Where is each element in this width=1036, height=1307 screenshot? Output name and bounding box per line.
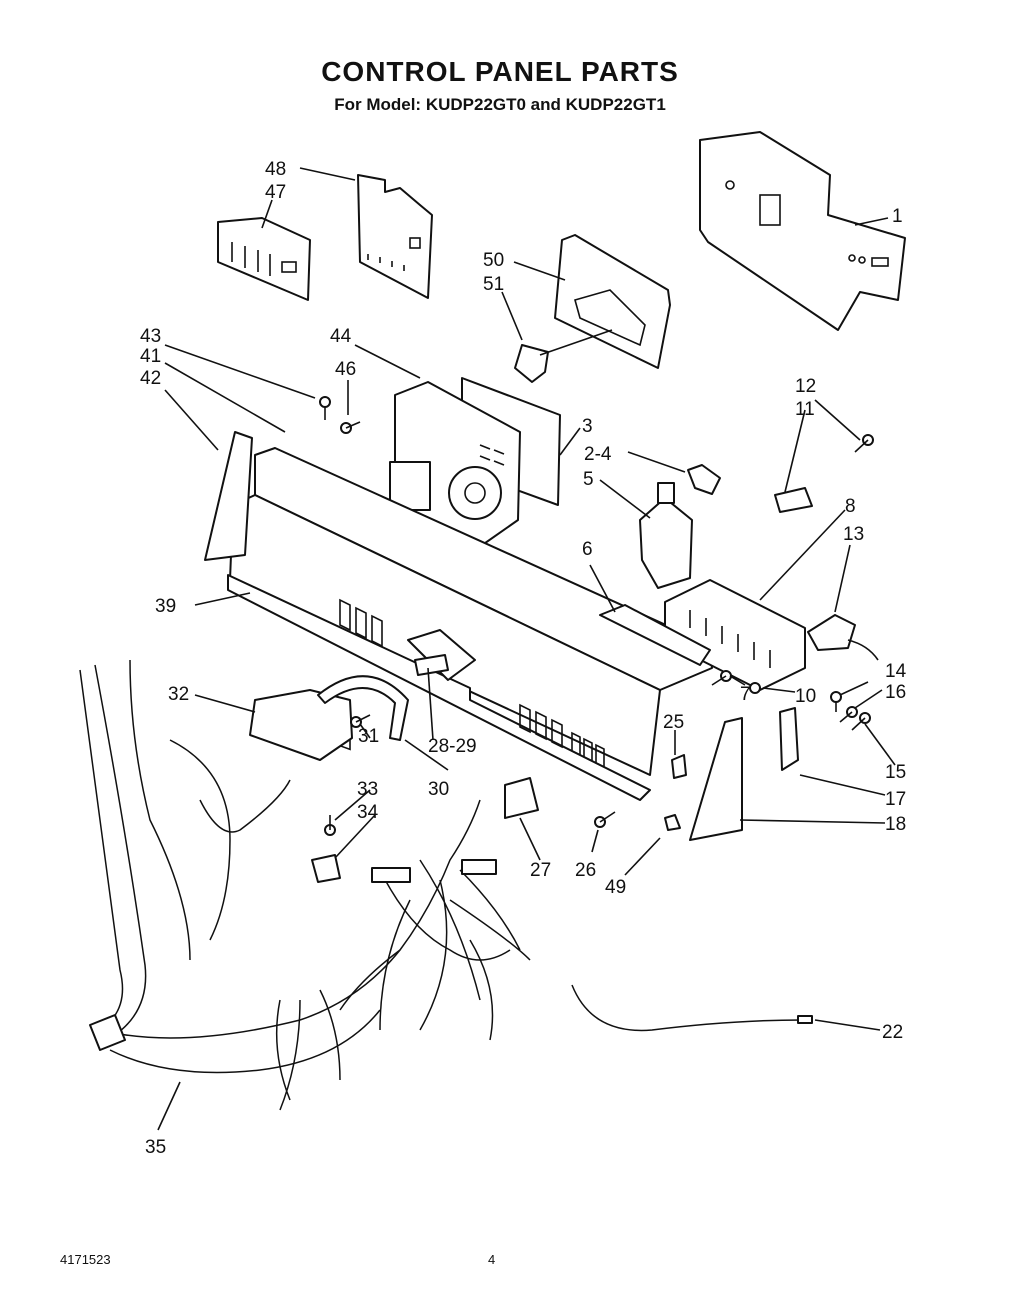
callout-46: 46	[335, 359, 356, 380]
callout-18: 18	[885, 814, 906, 835]
callout-47: 47	[265, 182, 286, 203]
callout-34: 34	[357, 802, 379, 823]
callout-50: 50	[483, 250, 504, 271]
part-switch-block	[217, 217, 311, 301]
page-number: 4	[488, 1252, 496, 1267]
callout-8: 8	[845, 496, 856, 517]
callout-27: 27	[530, 860, 551, 881]
callout-51: 51	[483, 274, 504, 295]
leader-lines	[157, 167, 896, 1131]
callout-7: 7	[740, 684, 751, 705]
part-right-end-cap	[689, 717, 743, 841]
callout-25: 25	[663, 712, 684, 733]
callout-41: 41	[140, 346, 161, 367]
callout-3: 3	[582, 416, 593, 437]
callout-15: 15	[885, 762, 906, 783]
callout-26: 26	[575, 860, 596, 881]
document-number: 4171523	[60, 1252, 111, 1267]
callout-30: 30	[428, 779, 449, 800]
model-subtitle: For Model: KUDP22GT0 and KUDP22GT1	[334, 95, 666, 114]
part-wire-lead	[571, 984, 813, 1032]
callout-22: 22	[882, 1022, 903, 1043]
callout-1: 1	[892, 206, 903, 227]
part-knob-housing	[249, 629, 539, 819]
callout-6: 6	[582, 539, 593, 560]
callout-31: 31	[358, 726, 379, 747]
part-small-components	[599, 464, 879, 666]
callout-43: 43	[140, 326, 161, 347]
callout-2-4: 2-4	[584, 444, 612, 465]
part-bracket	[554, 234, 671, 369]
callout-33: 33	[357, 779, 378, 800]
screws	[319, 396, 874, 836]
callout-32: 32	[168, 684, 189, 705]
part-circuit-board	[357, 174, 433, 299]
callout-10: 10	[795, 686, 816, 707]
part-timer-assembly	[389, 377, 561, 549]
callout-13: 13	[843, 524, 864, 545]
callout-42: 42	[140, 368, 161, 389]
part-back-plate	[699, 131, 906, 331]
callout-11: 11	[795, 399, 815, 420]
callout-labels: 48 47 1 50 51 43 41 42 44 46 12 11 3 2-4…	[140, 159, 907, 1158]
callout-14: 14	[885, 661, 907, 682]
callout-16: 16	[885, 682, 906, 703]
part-wire-harness	[79, 659, 531, 1111]
callout-49: 49	[605, 877, 626, 898]
part-clip	[514, 344, 549, 383]
callout-12: 12	[795, 376, 816, 397]
page-title: CONTROL PANEL PARTS	[321, 56, 679, 87]
callout-48: 48	[265, 159, 286, 180]
callout-17: 17	[885, 789, 906, 810]
callout-39: 39	[155, 596, 176, 617]
callout-35: 35	[145, 1137, 166, 1158]
callout-5: 5	[583, 469, 594, 490]
callout-44: 44	[330, 326, 352, 347]
callout-28-29: 28-29	[428, 736, 477, 757]
part-left-end-cap	[204, 431, 253, 561]
